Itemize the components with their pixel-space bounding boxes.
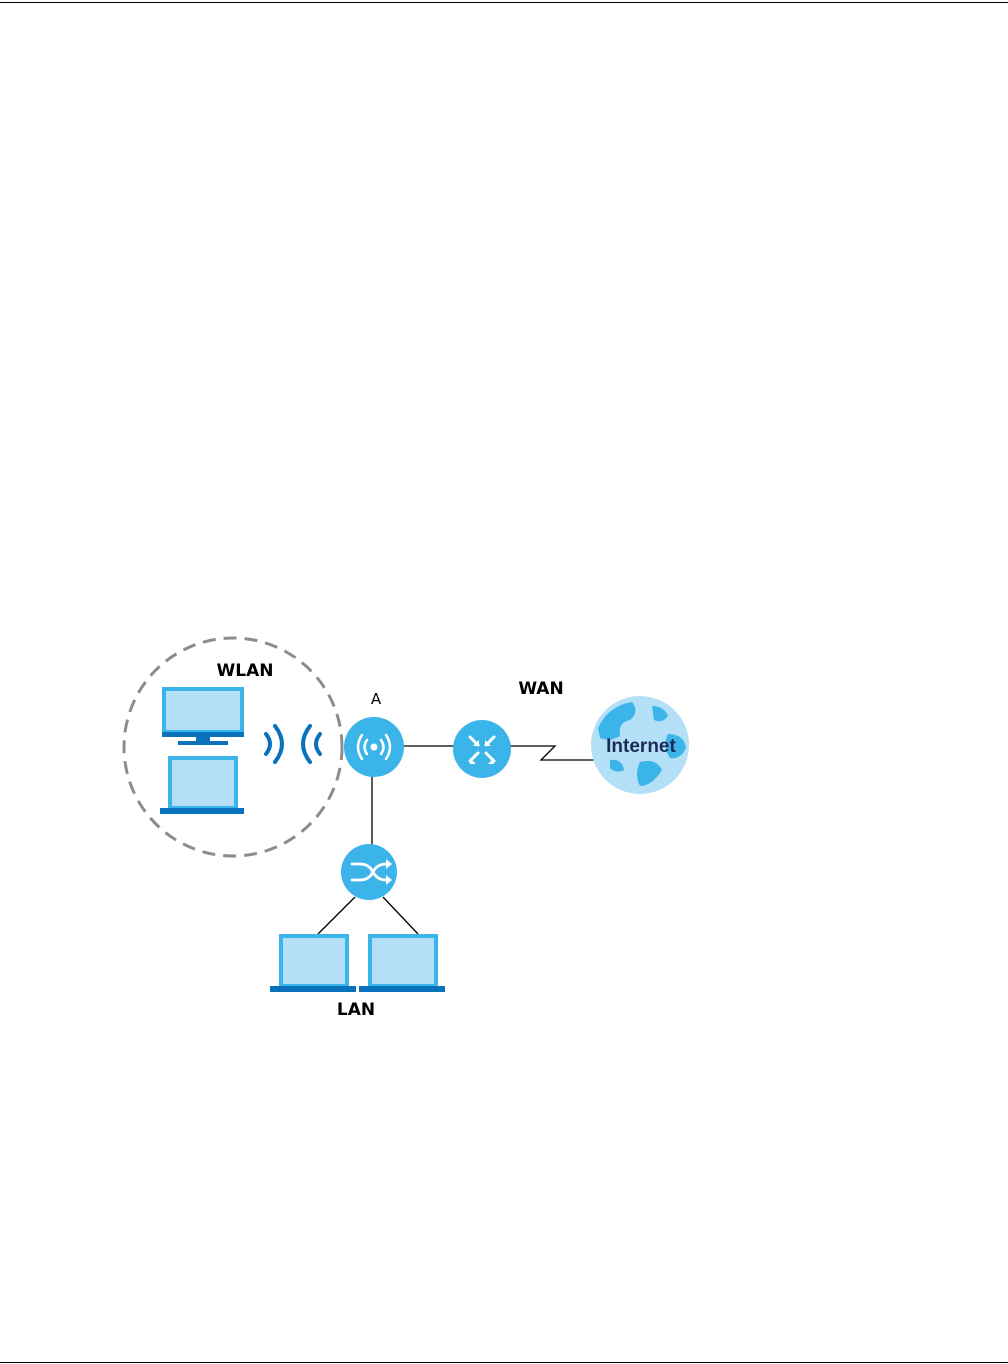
- switch-icon: [341, 844, 397, 900]
- router-icon: [453, 720, 511, 778]
- laptop-icon: [160, 758, 244, 814]
- desktop-icon: [162, 689, 244, 745]
- wan-label: WAN: [518, 679, 563, 699]
- wlan-label: WLAN: [217, 661, 274, 681]
- access-point-icon: [344, 717, 404, 777]
- wifi-waves-icon: [266, 726, 320, 762]
- link-router-internet: [510, 746, 596, 760]
- lan-label: LAN: [337, 1000, 375, 1020]
- laptop-icon: [359, 936, 445, 992]
- internet-label: Internet: [606, 736, 676, 757]
- laptop-icon: [270, 936, 356, 992]
- ap-label: A: [371, 690, 382, 708]
- link-switch-laptop-right: [383, 897, 418, 934]
- link-switch-laptop-left: [318, 897, 355, 934]
